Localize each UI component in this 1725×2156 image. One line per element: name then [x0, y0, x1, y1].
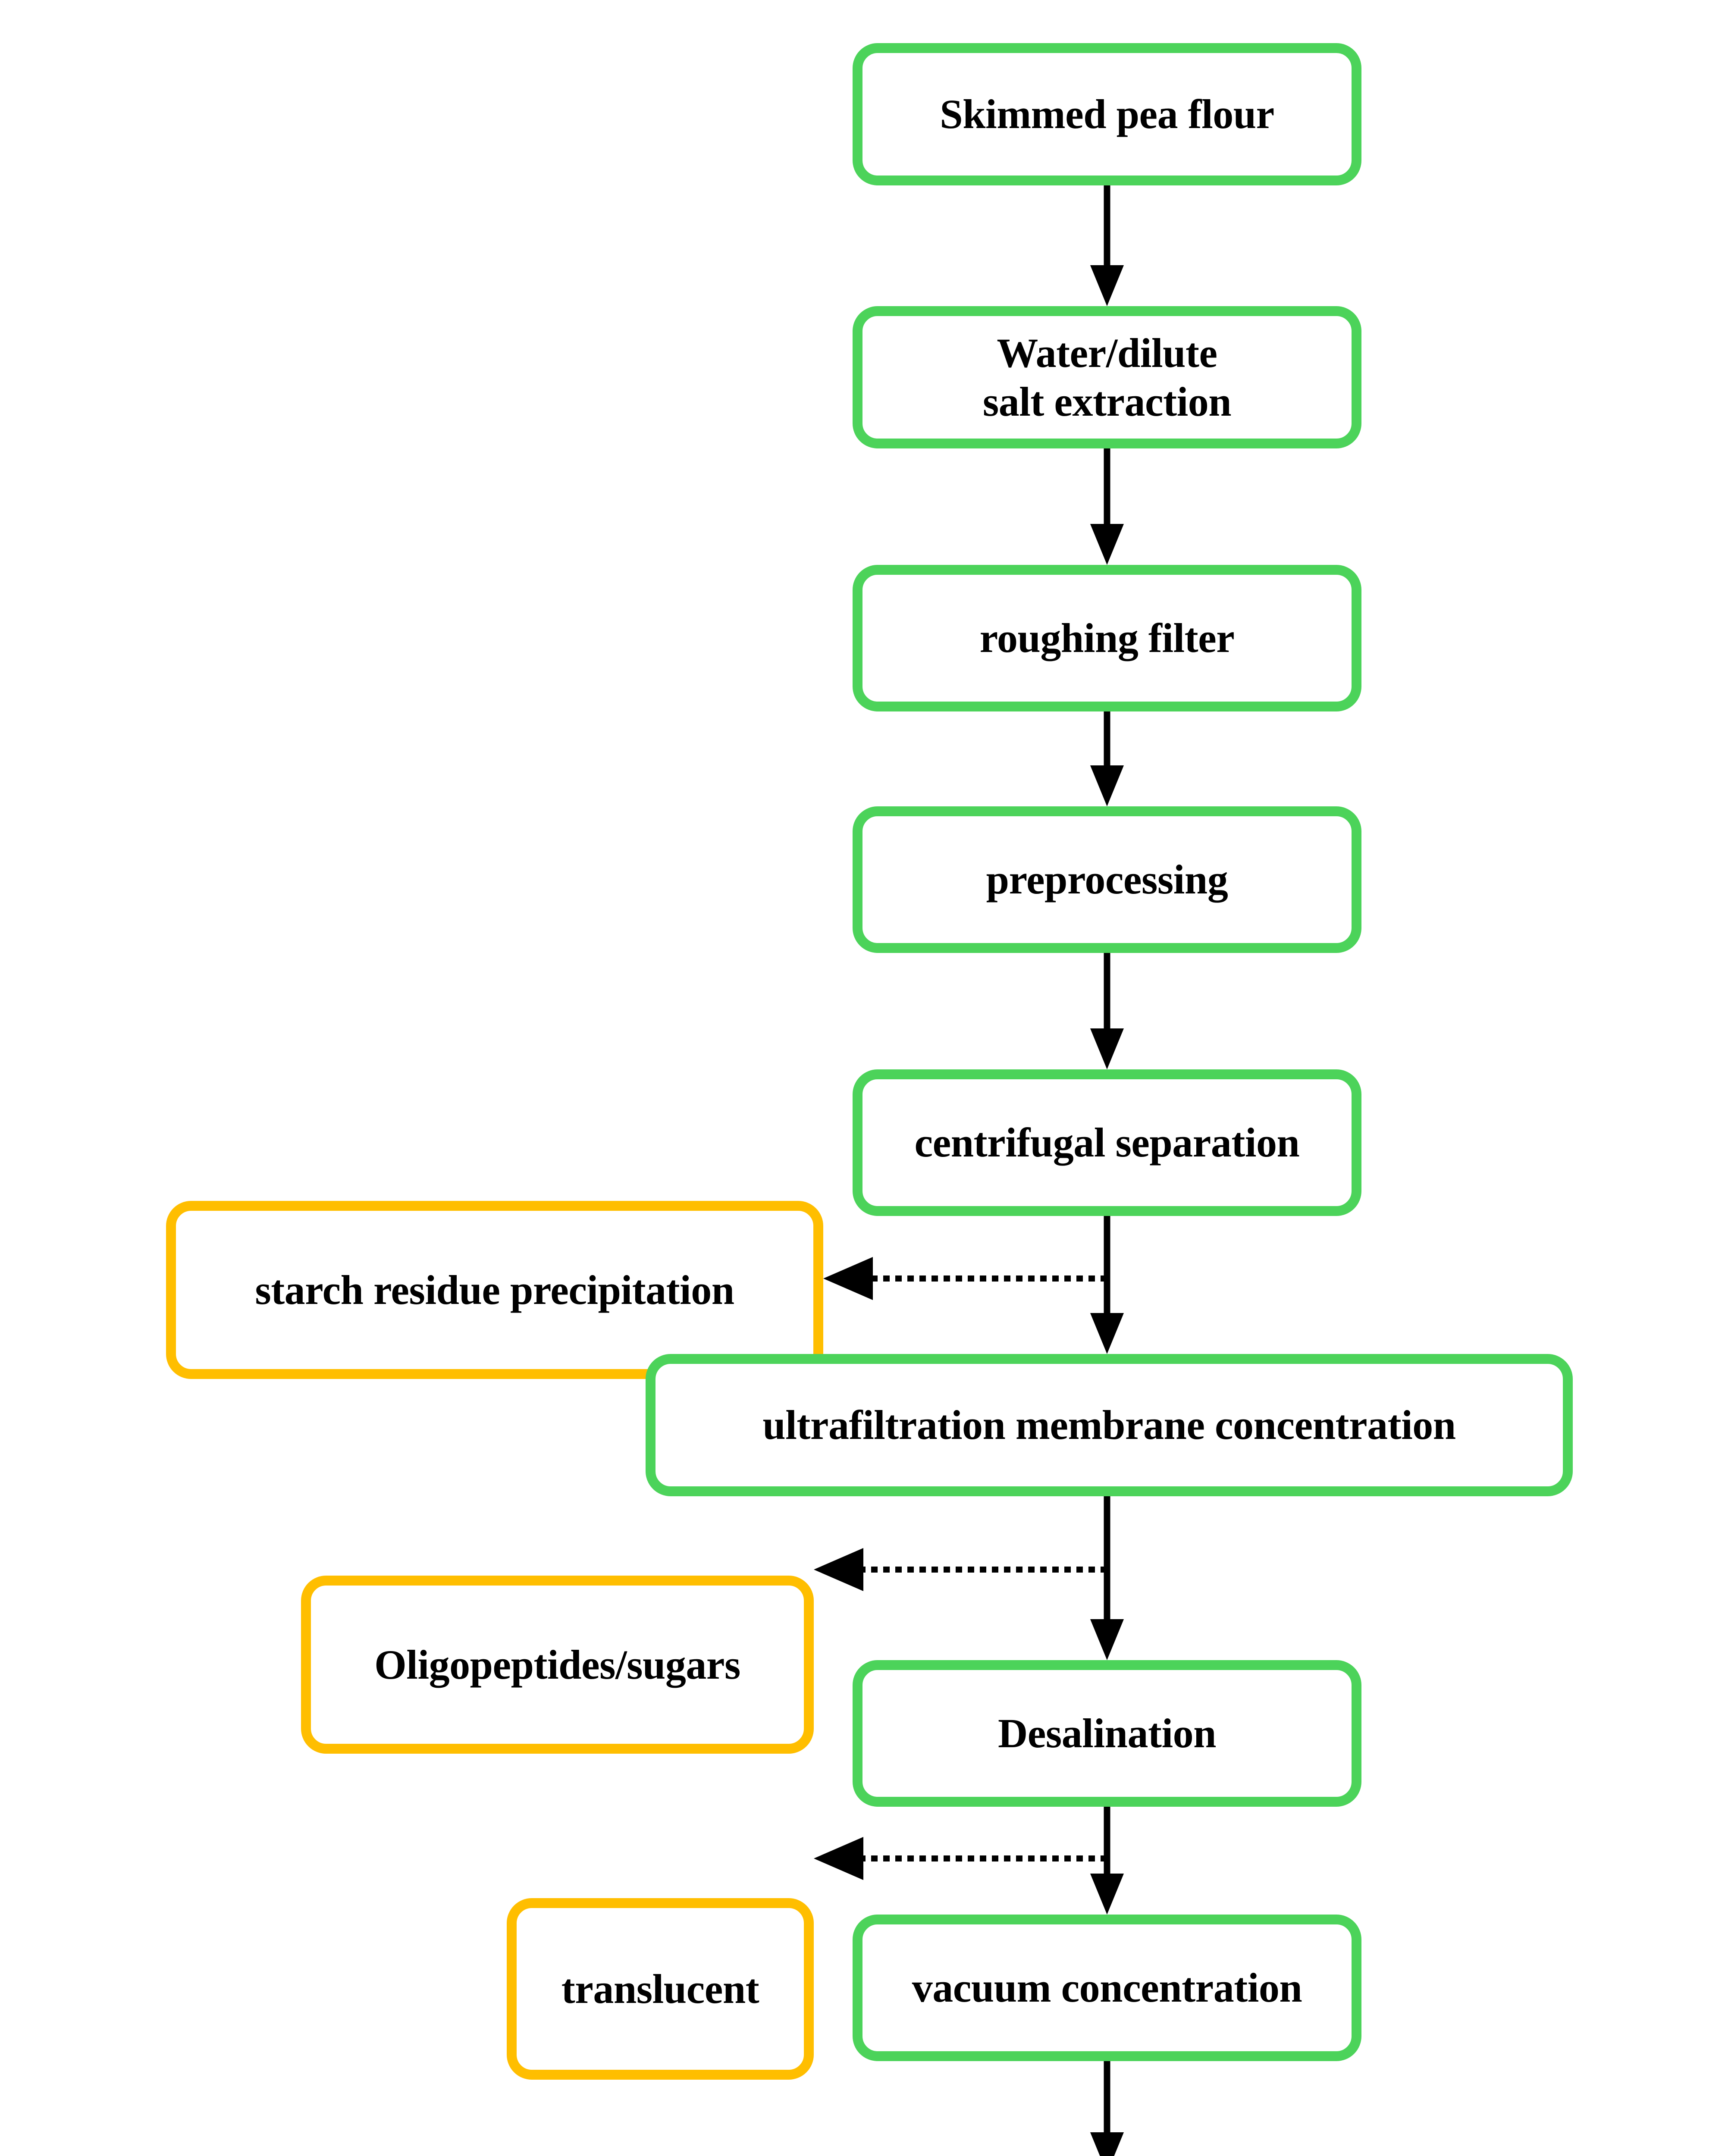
node-label: Water/dilute salt extraction: [982, 329, 1232, 425]
process-node-skimmed-pea-flour[interactable]: Skimmed pea flour: [853, 43, 1361, 185]
node-label: ultrafiltration membrane concentration: [762, 1402, 1456, 1448]
arrow-head-down-icon: [1090, 1874, 1124, 1915]
connector-n6-to-n7: [1090, 1496, 1124, 1660]
connector-n7-to-b3: [814, 1837, 1107, 1880]
connector-n1-to-n2: [1090, 185, 1124, 306]
node-label: starch residue precipitation: [255, 1266, 734, 1313]
connector-n2-to-n3: [1090, 448, 1124, 565]
process-node-desalination[interactable]: Desalination: [853, 1660, 1361, 1807]
node-label: roughing filter: [979, 615, 1235, 661]
byproduct-node-starch-residue-precipitation[interactable]: starch residue precipitation: [166, 1201, 823, 1379]
arrow-head-down-icon: [1090, 1313, 1124, 1354]
byproduct-node-oligopeptides-sugars[interactable]: Oligopeptides/sugars: [301, 1576, 814, 1754]
arrow-head-down-icon: [1090, 1619, 1124, 1660]
arrow-head-left-icon: [823, 1257, 873, 1300]
arrow-head-down-icon: [1090, 765, 1124, 806]
connector-n3-to-n4: [1090, 711, 1124, 806]
connector-n7-to-n8: [1090, 1807, 1124, 1915]
process-node-ultrafiltration-membrane-concentration[interactable]: ultrafiltration membrane concentration: [646, 1354, 1573, 1496]
arrow-head-down-icon: [1090, 1028, 1124, 1069]
arrow-head-down-icon: [1090, 2132, 1124, 2156]
byproduct-node-translucent[interactable]: translucent: [507, 1898, 814, 2080]
node-label: centrifugal separation: [914, 1119, 1300, 1166]
arrow-head-down-icon: [1090, 524, 1124, 565]
arrow-head-left-icon: [814, 1837, 863, 1880]
node-label: preprocessing: [986, 856, 1228, 903]
process-node-centrifugal-separation[interactable]: centrifugal separation: [853, 1069, 1361, 1216]
node-label: vacuum concentration: [912, 1965, 1302, 2011]
node-label: Desalination: [997, 1710, 1217, 1757]
node-label: Oligopeptides/sugars: [374, 1641, 740, 1688]
node-label: translucent: [561, 1965, 759, 2012]
edge-group: [814, 185, 1124, 2156]
arrow-head-down-icon: [1090, 265, 1124, 306]
process-node-roughing-filter[interactable]: roughing filter: [853, 565, 1361, 711]
connector-n4-to-n5: [1090, 953, 1124, 1069]
arrow-head-left-icon: [814, 1548, 863, 1591]
process-node-vacuum-concentration[interactable]: vacuum concentration: [853, 1915, 1361, 2061]
node-label: Skimmed pea flour: [940, 91, 1274, 138]
process-node-preprocessing[interactable]: preprocessing: [853, 806, 1361, 953]
connector-n6-to-b2: [814, 1548, 1107, 1591]
connector-n5-to-b1: [823, 1257, 1107, 1300]
connector-n8-to-n9: [1090, 2061, 1124, 2156]
connector-n5-to-n6: [1090, 1216, 1124, 1354]
process-node-water-dilute-salt-extraction[interactable]: Water/dilute salt extraction: [853, 306, 1361, 448]
